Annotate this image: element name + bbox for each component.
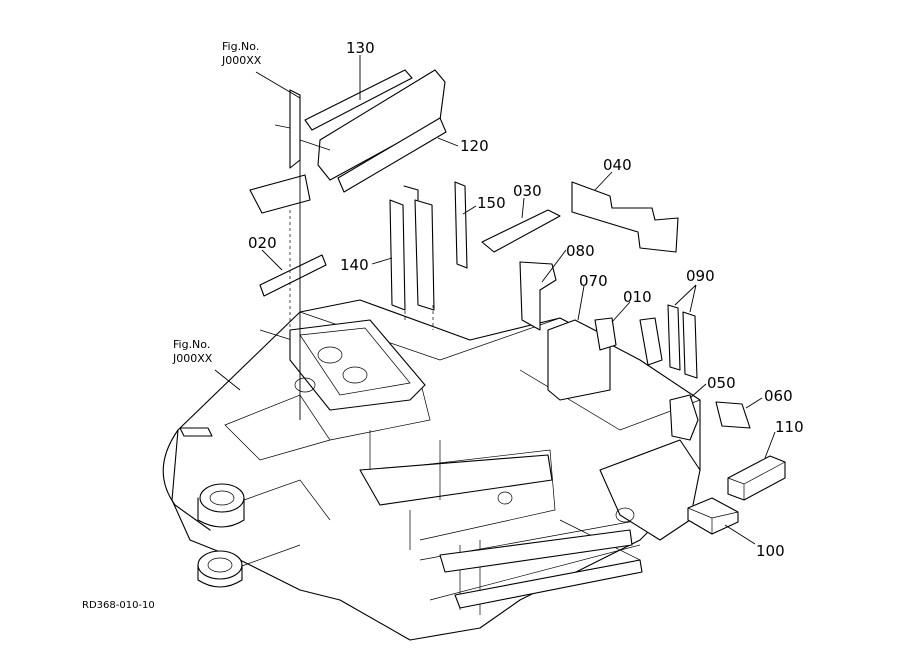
part-120 xyxy=(337,117,447,193)
swing-bracket-lower xyxy=(197,550,243,580)
part-090 xyxy=(667,304,681,371)
frame-long-beam xyxy=(359,454,553,506)
part-060 xyxy=(715,401,751,429)
callout-030: 030 xyxy=(513,182,542,200)
reference-line2: J000XX xyxy=(172,352,213,365)
callout-050: 050 xyxy=(707,374,736,392)
swing-bracket-upper xyxy=(199,483,245,513)
reference-fig-lower: Fig.No. J000XX xyxy=(172,338,213,365)
part-070 xyxy=(547,319,611,401)
part-030 xyxy=(481,209,561,253)
part-020 xyxy=(259,254,327,297)
part-050 xyxy=(669,394,699,441)
part-040 xyxy=(571,181,679,253)
callout-150: 150 xyxy=(477,194,506,212)
part-010 xyxy=(594,317,617,351)
parts xyxy=(249,69,786,535)
reference-line1: Fig.No. xyxy=(173,338,210,351)
part-bracket-upper xyxy=(249,89,311,214)
callout-080: 080 xyxy=(566,242,595,260)
frame-center-box xyxy=(289,319,426,411)
leader-lines xyxy=(214,55,776,545)
callout-020: 020 xyxy=(248,234,277,252)
callout-110: 110 xyxy=(775,418,804,436)
reference-line2: J000XX xyxy=(221,54,262,67)
callout-140: 140 xyxy=(340,256,369,274)
frame-left-plate xyxy=(179,427,213,437)
reference-line1: Fig.No. xyxy=(222,40,259,53)
part-140 xyxy=(389,199,406,311)
part-080 xyxy=(519,261,557,331)
callout-040: 040 xyxy=(603,156,632,174)
callout-100: 100 xyxy=(756,542,785,560)
drawing-code: RD368-010-10 xyxy=(82,600,155,611)
callout-010: 010 xyxy=(623,288,652,306)
callout-130: 130 xyxy=(346,39,375,57)
part-130 xyxy=(304,69,413,131)
part-110 xyxy=(727,455,786,501)
frame-right-tower xyxy=(599,439,701,541)
callout-070: 070 xyxy=(579,272,608,290)
reference-fig-upper: Fig.No. J000XX xyxy=(221,40,262,67)
callout-090: 090 xyxy=(686,267,715,285)
main-frame-assembly xyxy=(162,299,701,641)
callout-labels: 130 120 040 030 150 020 140 080 070 010 … xyxy=(248,39,804,560)
frame-left-tail xyxy=(162,429,211,531)
callout-060: 060 xyxy=(764,387,793,405)
callout-120: 120 xyxy=(460,137,489,155)
part-150 xyxy=(454,181,468,269)
